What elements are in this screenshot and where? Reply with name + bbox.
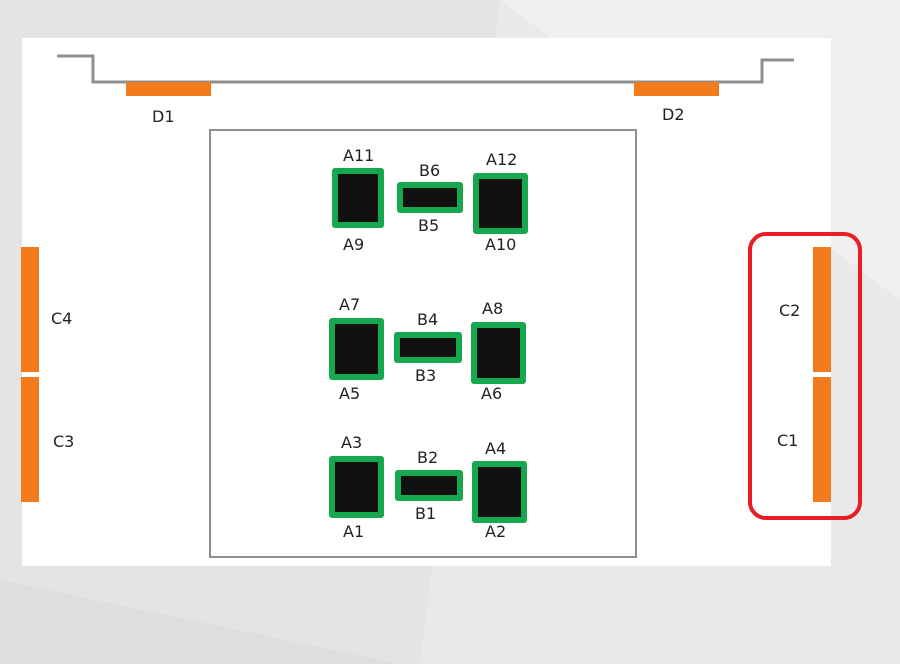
pad-a1-label: A1 <box>343 522 365 541</box>
pad-a5-label: A5 <box>339 384 361 403</box>
pad-a11-a9[interactable] <box>332 168 384 228</box>
pad-a7-label: A7 <box>339 295 361 314</box>
door-d1-label: D1 <box>152 107 175 126</box>
panel-c2-label: C2 <box>779 301 801 320</box>
door-d2-label: D2 <box>662 105 685 124</box>
bar-b2-label: B2 <box>417 448 439 467</box>
bar-b4-label: B4 <box>417 310 439 329</box>
door-d1[interactable] <box>126 82 211 96</box>
highlight-frame <box>748 232 862 520</box>
bar-b1-label: B1 <box>415 504 437 523</box>
bar-b5-label: B5 <box>418 216 440 235</box>
panel-c3[interactable] <box>21 377 39 502</box>
bar-b2-b1[interactable] <box>395 470 463 501</box>
inner-room-outline <box>209 129 637 558</box>
bar-b4-b3[interactable] <box>394 332 462 363</box>
pad-a9-label: A9 <box>343 235 365 254</box>
pad-a7-a5[interactable] <box>329 318 384 380</box>
pad-a12-a10[interactable] <box>473 173 528 234</box>
pad-a8-a6[interactable] <box>471 322 526 384</box>
panel-c3-label: C3 <box>53 432 75 451</box>
panel-c1[interactable] <box>813 377 831 502</box>
panel-c1-label: C1 <box>777 431 799 450</box>
panel-c4-label: C4 <box>51 309 73 328</box>
bar-b6-label: B6 <box>419 161 441 180</box>
pad-a3-label: A3 <box>341 433 363 452</box>
pad-a11-label: A11 <box>343 146 375 165</box>
pad-a8-label: A8 <box>482 299 504 318</box>
door-d2[interactable] <box>634 82 719 96</box>
pad-a10-label: A10 <box>485 235 517 254</box>
pad-a4-a2[interactable] <box>472 461 527 523</box>
pad-a2-label: A2 <box>485 522 507 541</box>
bar-b3-label: B3 <box>415 366 437 385</box>
pad-a3-a1[interactable] <box>329 456 384 518</box>
panel-c2[interactable] <box>813 247 831 372</box>
pad-a12-label: A12 <box>486 150 518 169</box>
panel-c4[interactable] <box>21 247 39 372</box>
pad-a6-label: A6 <box>481 384 503 403</box>
bar-b6-b5[interactable] <box>397 182 463 213</box>
pad-a4-label: A4 <box>485 439 507 458</box>
